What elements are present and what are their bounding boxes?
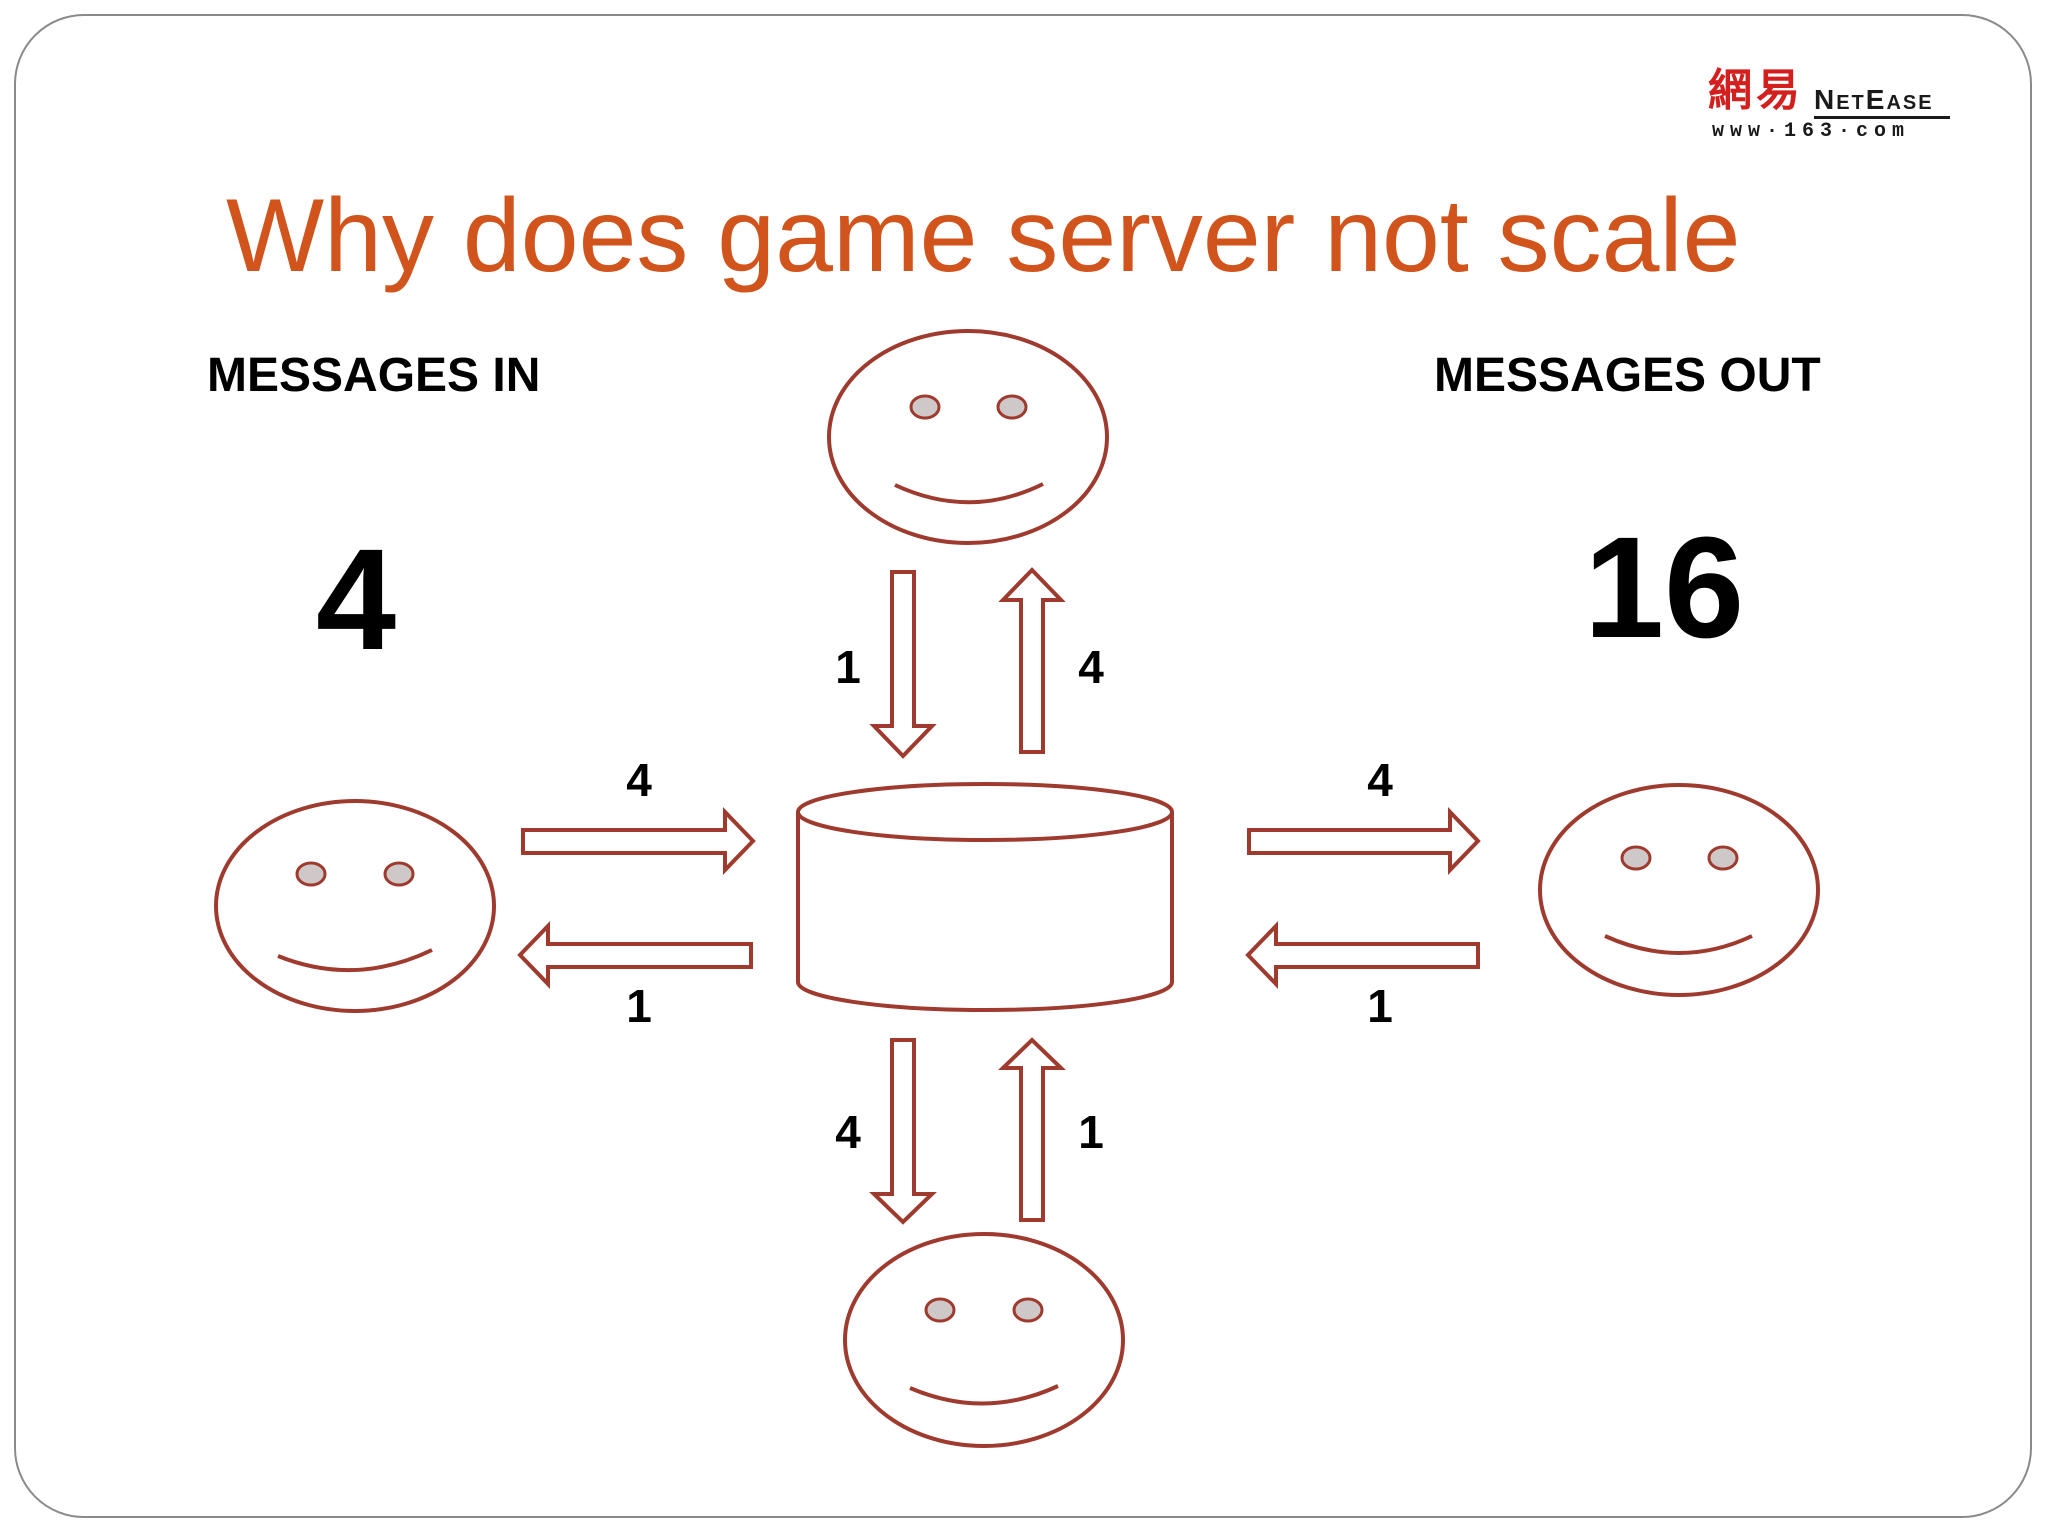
player-right-smiley-icon [1538,783,1820,997]
messages-in-heading: MESSAGES IN [207,349,541,402]
arrow-left-out-icon [517,921,753,989]
player-bottom-smiley-icon [843,1232,1125,1448]
messages-out-count: 16 [1584,507,1745,668]
slide-title: Why does game server not scale [226,178,1741,294]
label-left-in: 4 [626,754,652,806]
label-left-out: 1 [626,980,652,1032]
label-right-out: 4 [1367,754,1393,806]
logo-english-text: NetEase [1814,84,1934,115]
arrow-top-in-icon [869,570,937,759]
player-top-smiley-icon [827,329,1109,545]
player-left-smiley-icon [214,799,496,1013]
label-top-out: 4 [1078,641,1104,693]
logo-divider [1814,116,1950,119]
label-right-in: 1 [1367,980,1393,1032]
netease-logo: 網易 NetEase www·163·com [1708,65,1950,146]
logo-chinese-text: 網易 [1708,65,1804,116]
arrow-left-in-icon [521,807,756,875]
label-bottom-out: 4 [835,1106,861,1158]
arrow-top-out-icon [998,567,1066,754]
arrow-bottom-out-icon [869,1038,937,1225]
label-top-in: 1 [835,641,861,693]
label-bottom-in: 1 [1078,1106,1104,1158]
logo-url: www·163·com [1712,120,1911,143]
arrow-right-out-icon [1247,807,1481,875]
arrow-right-in-icon [1245,921,1480,989]
arrow-bottom-in-icon [998,1037,1066,1222]
server-cylinder-icon [796,782,1174,1012]
messages-out-heading: MESSAGES OUT [1434,349,1821,402]
messages-in-count: 4 [316,519,397,680]
